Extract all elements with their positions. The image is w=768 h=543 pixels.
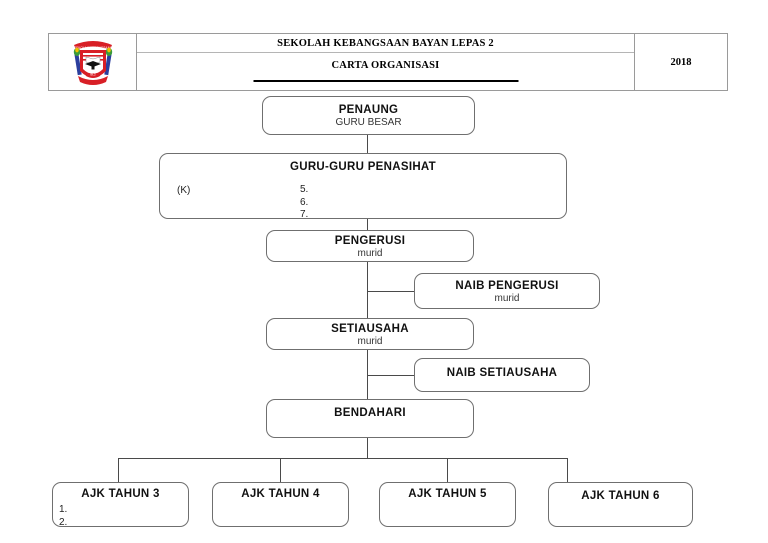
node-ajk-tahun-3-title: AJK TAHUN 3 [81,488,160,500]
node-penaung-subtitle: GURU BESAR [335,117,402,128]
connector-bendahari-down [367,438,369,458]
connector-drop-ajk5 [447,458,449,482]
node-ajk-tahun-5-title: AJK TAHUN 5 [408,488,487,500]
svg-text:SEKOLAH KEBANGSAAN: SEKOLAH KEBANGSAAN [74,46,113,50]
penasihat-item-5: 5. [300,184,309,195]
connector-drop-ajk3 [118,458,120,482]
penasihat-item-6: 6. [300,196,309,208]
year-cell: 2018 [635,34,727,90]
connector-drop-ajk6 [567,458,569,482]
ajk3-item-2: 2. [59,516,68,528]
node-pengerusi[interactable]: PENGERUSI murid [266,230,474,262]
node-ajk-tahun-3[interactable]: AJK TAHUN 3 1. 2. [52,482,189,529]
node-bendahari[interactable]: BENDAHARI [266,399,474,438]
connector-branch-naib-pengerusi [367,291,414,293]
node-naib-setiausaha-title: NAIB SETIAUSAHA [446,367,558,379]
connector-setiausaha-bendahari [367,350,369,399]
title-underline [253,80,518,82]
penasihat-number-list: 5. 6. 7. [300,184,308,222]
node-bendahari-title: BENDAHARI [334,407,406,419]
connector-ajk-bus [118,458,568,460]
node-guru-penasihat[interactable]: GURU-GURU PENASIHAT (K) 5. 6. 7. [159,153,567,222]
logo-cell: SEKOLAH KEBANGSAAN BL2 [49,34,137,90]
connector-drop-ajk4 [280,458,282,482]
year-label: 2018 [670,56,692,68]
node-ajk-tahun-6-title: AJK TAHUN 6 [581,490,660,502]
header-table: SEKOLAH KEBANGSAAN BL2 [48,33,728,91]
node-setiausaha-title: SETIAUSAHA [331,323,409,335]
node-penaung[interactable]: PENAUNG GURU BESAR [262,96,475,135]
node-naib-setiausaha[interactable]: NAIB SETIAUSAHA [414,358,590,392]
penasihat-k-label: (K) [177,185,191,196]
node-naib-pengerusi-title: NAIB PENGERUSI [455,280,559,292]
svg-text:BL2: BL2 [90,73,96,77]
node-ajk-tahun-6[interactable]: AJK TAHUN 6 [548,482,693,527]
chart-name: CARTA ORGANISASI [331,60,440,71]
ajk3-number-list: 1. 2. [59,504,67,529]
node-setiausaha[interactable]: SETIAUSAHA murid [266,318,474,350]
node-setiausaha-subtitle: murid [357,336,383,347]
school-name: SEKOLAH KEBANGSAAN BAYAN LEPAS 2 [137,34,634,53]
school-crest-icon: SEKOLAH KEBANGSAAN BL2 [73,41,113,85]
connector-penasihat-pengerusi [367,219,369,230]
node-penaung-title: PENAUNG [338,104,399,116]
node-ajk-tahun-4-title: AJK TAHUN 4 [241,488,320,500]
node-naib-pengerusi[interactable]: NAIB PENGERUSI murid [414,273,600,309]
node-naib-pengerusi-subtitle: murid [494,293,520,304]
ajk3-item-1: 1. [59,504,68,515]
node-ajk-tahun-4[interactable]: AJK TAHUN 4 [212,482,349,527]
node-ajk-tahun-5[interactable]: AJK TAHUN 5 [379,482,516,527]
connector-branch-naib-setiausaha [367,375,414,377]
node-pengerusi-subtitle: murid [357,248,383,259]
node-pengerusi-title: PENGERUSI [334,235,406,247]
connector-penaung-penasihat [367,135,369,153]
title-cell: SEKOLAH KEBANGSAAN BAYAN LEPAS 2 CARTA O… [137,34,635,90]
connector-pengerusi-setiausaha [367,262,369,318]
penasihat-item-7: 7. [300,209,309,220]
node-guru-penasihat-title: GURU-GURU PENASIHAT [289,161,437,173]
